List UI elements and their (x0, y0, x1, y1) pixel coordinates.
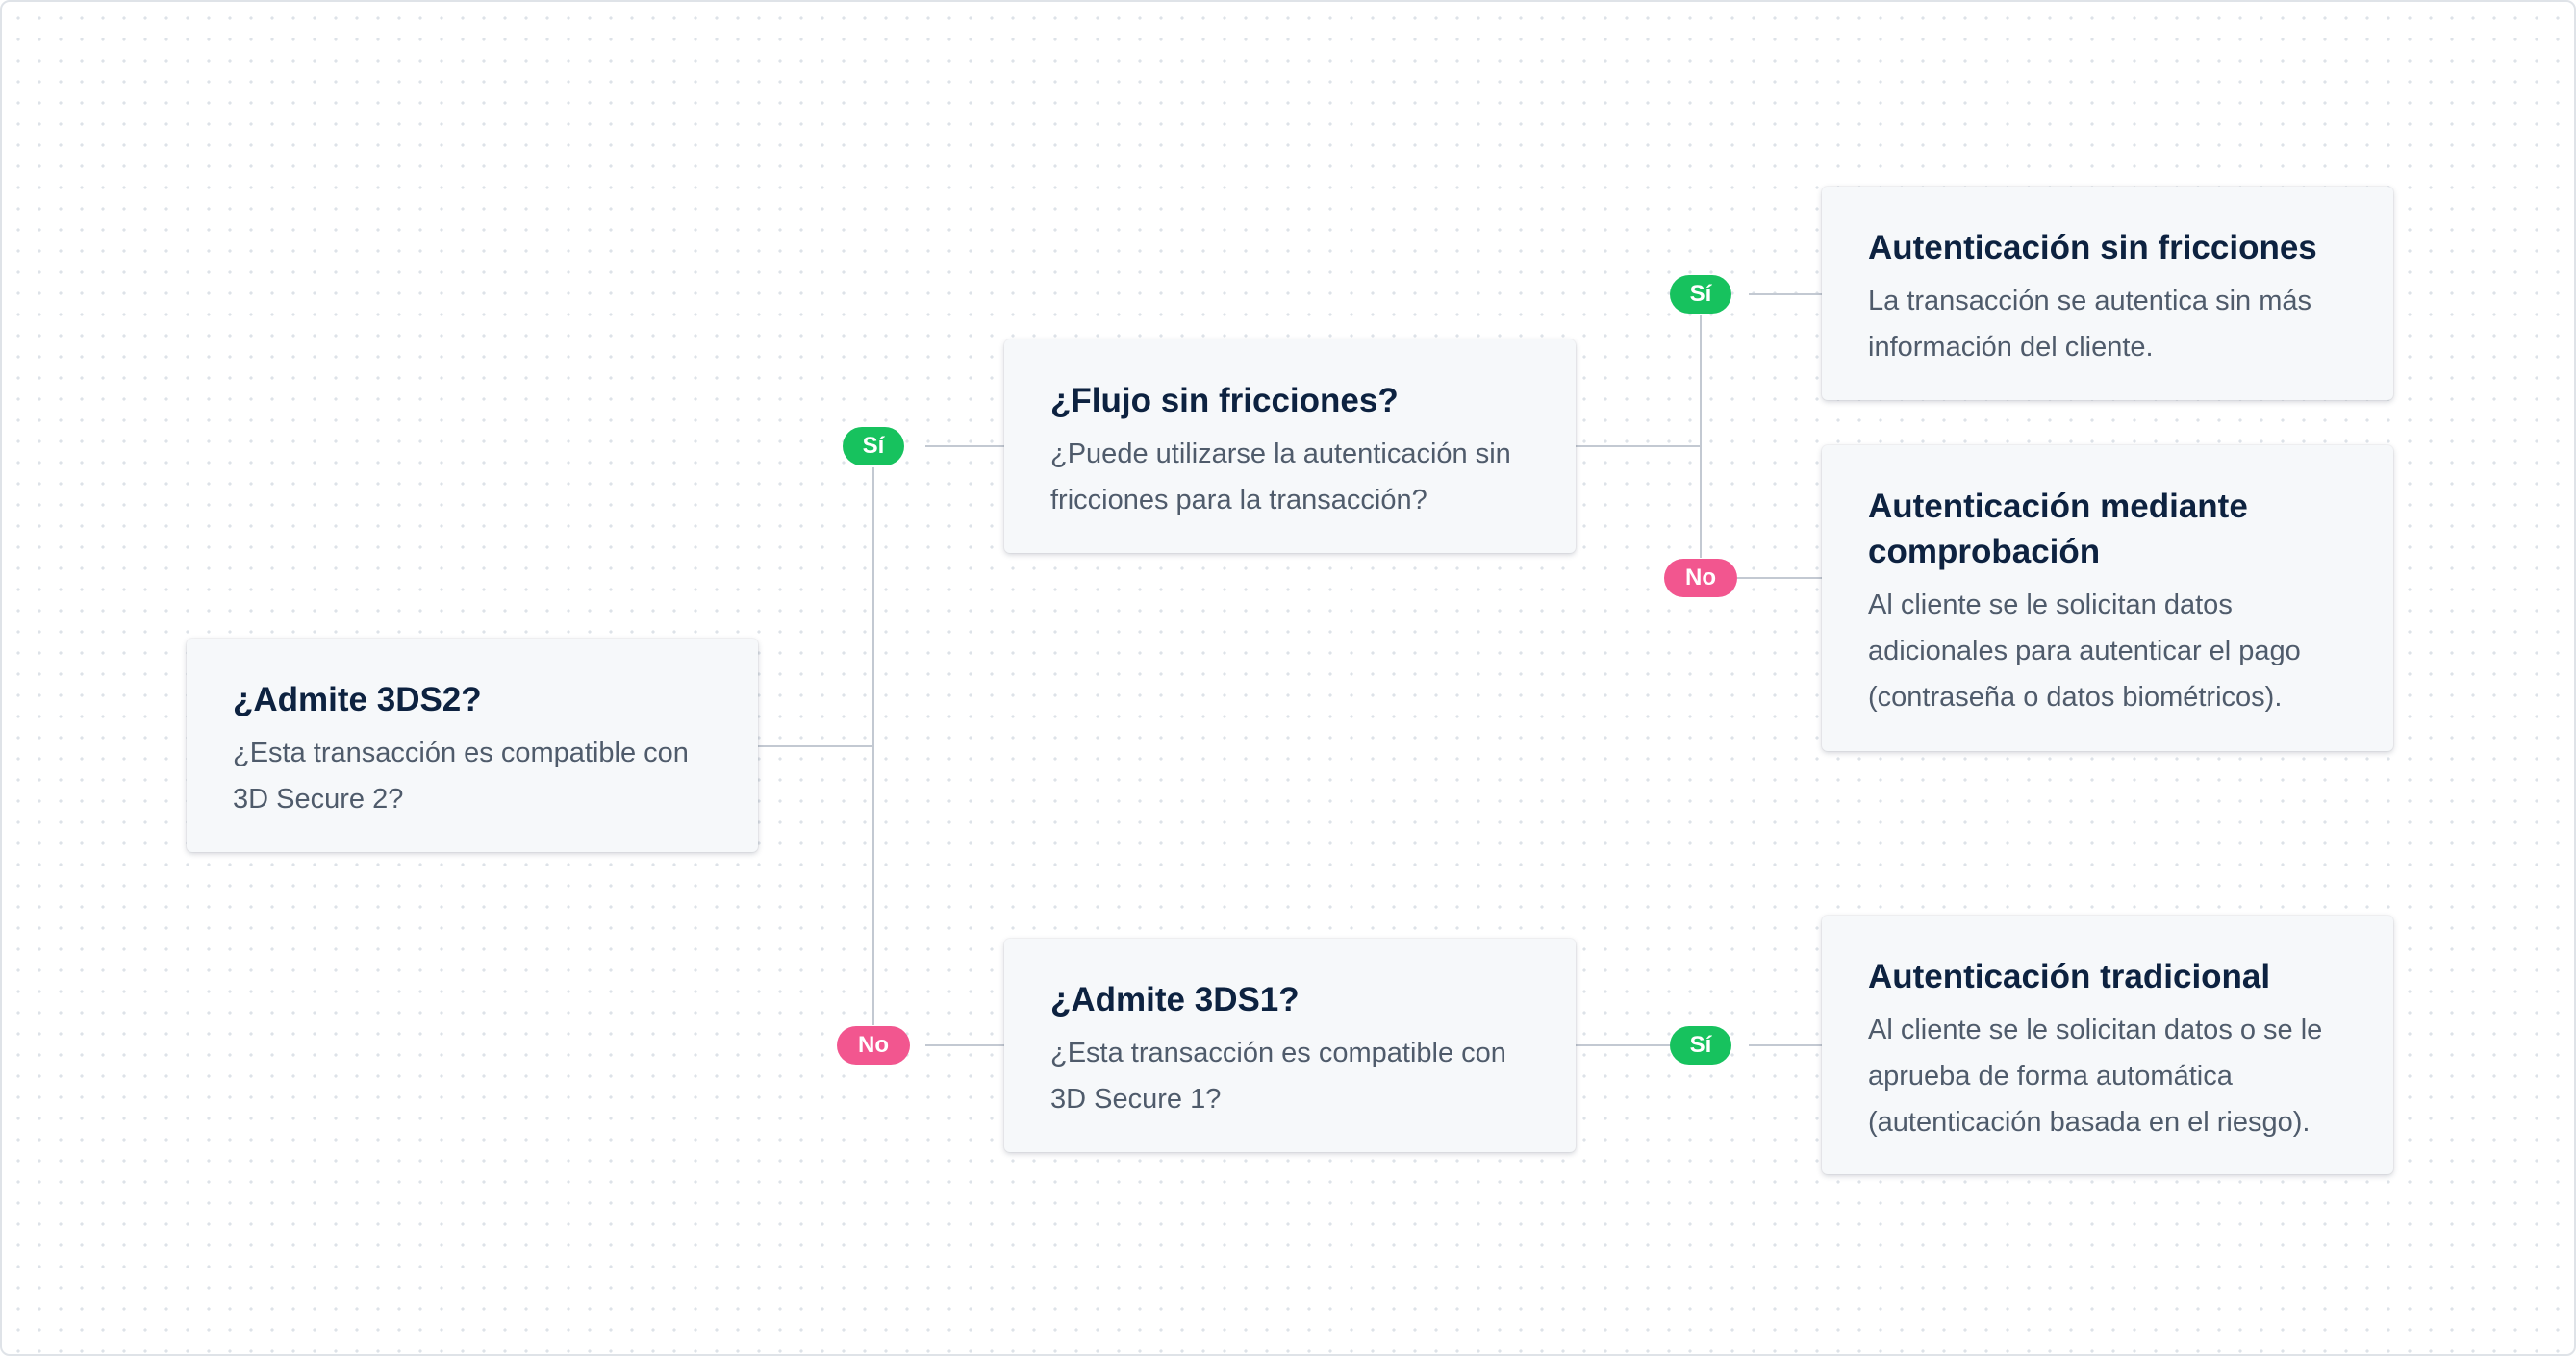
node-title: Autenticación tradicional (1868, 958, 2271, 995)
node-title: Autenticación sin fricciones (1868, 229, 2317, 266)
no-badge-3ds2: No (837, 1026, 910, 1065)
node-admite-3ds1: ¿Admite 3DS1? ¿Esta transacción es compa… (1004, 939, 1576, 1152)
node-description: ¿Esta transacción es compatible con 3D S… (1050, 1038, 1506, 1115)
node-title: Autenticación mediante comprobación (1868, 488, 2248, 570)
node-autenticacion-sin-fricciones: Autenticación sin fricciones La transacc… (1822, 187, 2393, 400)
node-autenticacion-tradicional: Autenticación tradicional Al cliente se … (1822, 916, 2393, 1174)
node-autenticacion-comprobacion: Autenticación mediante comprobación Al c… (1822, 445, 2393, 751)
yes-badge-3ds1: Sí (1670, 1026, 1731, 1065)
connectors-group (758, 293, 1822, 1046)
no-badge-flujo: No (1664, 559, 1737, 597)
node-title: ¿Flujo sin fricciones? (1050, 382, 1399, 419)
node-title: ¿Admite 3DS2? (233, 681, 482, 718)
yes-badge-flujo: Sí (1670, 275, 1731, 314)
node-title: ¿Admite 3DS1? (1050, 981, 1300, 1018)
node-description: Al cliente se le solicitan datos o se le… (1868, 1015, 2323, 1138)
node-description: ¿Puede utilizarse la autenticación sin f… (1050, 439, 1511, 515)
node-admite-3ds2: ¿Admite 3DS2? ¿Esta transacción es compa… (187, 639, 758, 852)
node-flujo-sin-fricciones: ¿Flujo sin fricciones? ¿Puede utilizarse… (1004, 339, 1576, 553)
node-description: Al cliente se le solicitan datos adicion… (1868, 590, 2301, 713)
node-description: ¿Esta transacción es compatible con 3D S… (233, 738, 689, 815)
node-description: La transacción se autentica sin más info… (1868, 286, 2312, 363)
yes-badge-3ds2: Sí (843, 427, 904, 465)
